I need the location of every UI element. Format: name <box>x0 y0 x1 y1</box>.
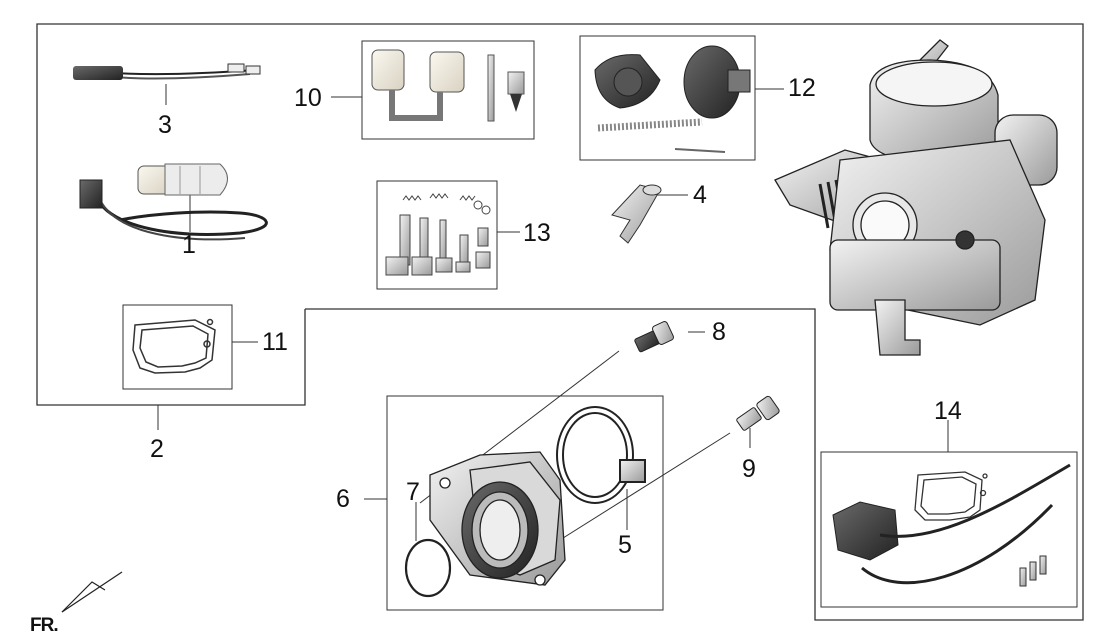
part-6-intake-manifold <box>429 451 566 586</box>
callout-10: 10 <box>294 84 322 112</box>
callout-2: 2 <box>150 435 164 463</box>
kit-box-6 <box>386 395 664 611</box>
part-1-auto-choke <box>79 163 268 241</box>
part-14-repair-kit <box>832 463 1071 587</box>
kit-box-12 <box>579 35 756 161</box>
kit-box-13 <box>376 180 498 290</box>
kit-box-11 <box>122 304 233 390</box>
callout-9: 9 <box>742 455 756 483</box>
part-13-jet-set <box>385 193 491 276</box>
callout-12: 12 <box>788 74 816 102</box>
part-10-float-set <box>371 49 525 122</box>
callout-1: 1 <box>182 231 196 259</box>
part-4-needle-clip <box>611 184 662 244</box>
callout-5: 5 <box>618 531 632 559</box>
part-5-hose-clamp <box>556 406 646 504</box>
callout-6: 6 <box>336 485 350 513</box>
callout-8: 8 <box>712 318 726 346</box>
callout-14: 14 <box>934 397 962 425</box>
part-7-o-ring <box>404 538 452 598</box>
carburetor-assembly <box>774 39 1058 356</box>
part-9-bolt <box>736 395 780 431</box>
callout-4: 4 <box>693 181 707 209</box>
outer-frame <box>36 23 1084 621</box>
callout-11: 11 <box>262 328 288 356</box>
callout-13: 13 <box>523 219 551 247</box>
front-direction-arrow-icon <box>61 571 123 613</box>
part-11-float-chamber-gasket <box>132 318 216 374</box>
part-3-resistor-wire <box>73 63 261 80</box>
part-8-bolt <box>634 321 674 353</box>
callout-7: 7 <box>406 478 420 506</box>
kit-box-14 <box>820 451 1078 608</box>
kit-box-10 <box>361 40 535 140</box>
front-direction-label: FR. <box>30 615 59 636</box>
callout-3: 3 <box>158 111 172 139</box>
part-12-vacuum-diaphragm <box>594 45 751 153</box>
